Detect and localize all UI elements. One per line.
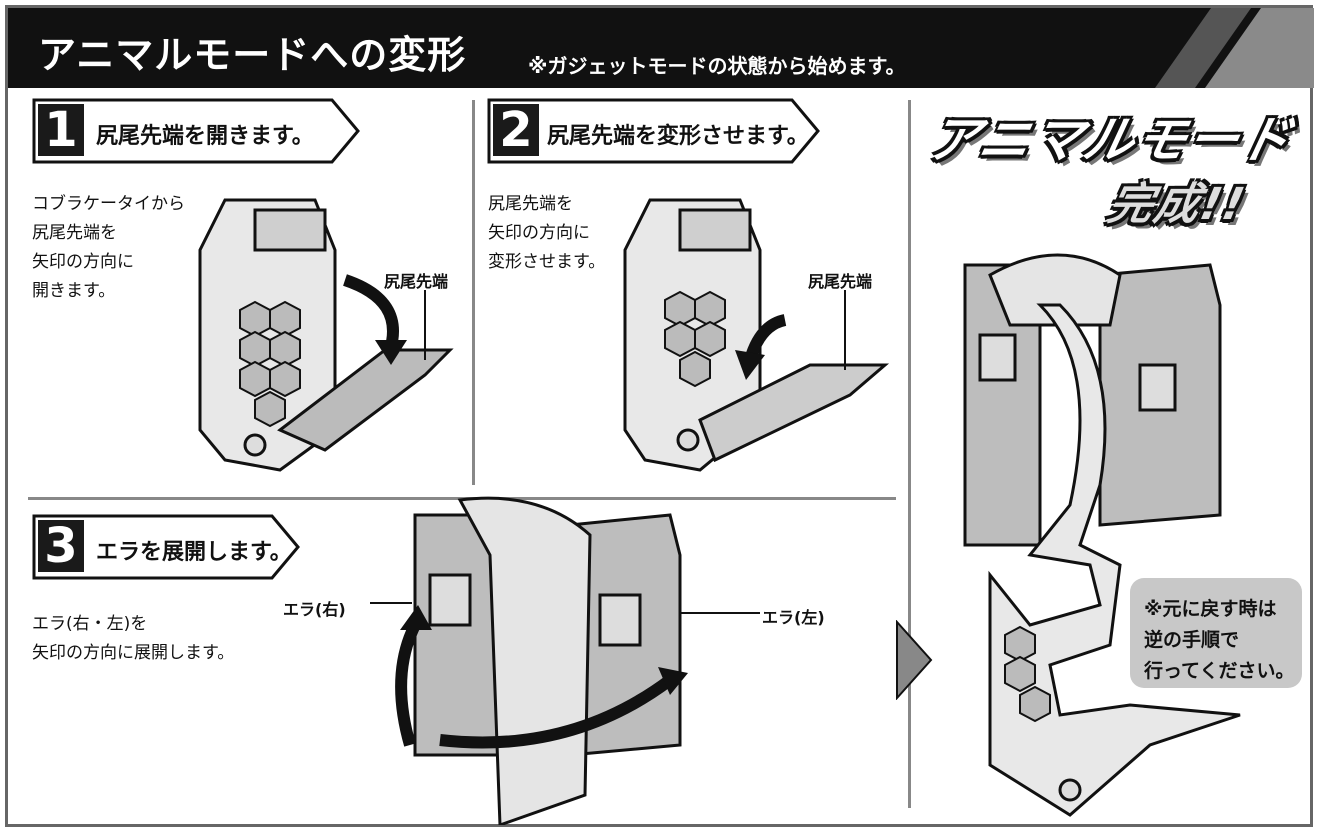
arrow-head bbox=[735, 350, 765, 380]
step-2-description: 尻尾先端を 矢印の方向に 変形させます。 bbox=[488, 194, 606, 272]
next-arrow-icon bbox=[896, 620, 933, 700]
arrow-head bbox=[658, 667, 688, 695]
gill-socket bbox=[978, 333, 1017, 382]
arrow-head bbox=[375, 340, 407, 365]
body-curve bbox=[988, 303, 1241, 817]
step-3-number: 3 bbox=[38, 520, 84, 572]
center-body bbox=[457, 496, 592, 825]
step-1-part-label: 尻尾先端 bbox=[384, 272, 449, 291]
phone-body bbox=[198, 198, 337, 472]
arrow-head bbox=[400, 605, 432, 630]
tail-tip bbox=[698, 363, 890, 463]
step-1-header: 1 尻尾先端を開きます。 bbox=[32, 98, 362, 164]
tail-tip bbox=[277, 348, 454, 452]
step-3-header: 3 エラを展開します。 bbox=[32, 514, 302, 580]
step-1-illustration bbox=[198, 198, 454, 472]
step-banner-shape bbox=[32, 98, 360, 164]
note-box: ※元に戻す時は 逆の手順で 行ってください。 bbox=[1130, 578, 1302, 688]
hexagon-pattern bbox=[1004, 625, 1051, 723]
step-2-number: 2 bbox=[493, 104, 539, 156]
hexagon-pattern bbox=[239, 300, 301, 428]
page-subtitle: ※ガジェットモードの状態から始めます。 bbox=[528, 54, 906, 78]
gill-socket bbox=[428, 573, 472, 627]
hinge-circle bbox=[676, 428, 700, 452]
page-title: アニマルモードへの変形 bbox=[38, 33, 467, 77]
step-2-illustration bbox=[623, 198, 890, 472]
curved-arrow bbox=[439, 675, 674, 749]
curved-arrow bbox=[342, 274, 399, 352]
label-right-gill: エラ(右) bbox=[283, 600, 346, 619]
page-frame bbox=[5, 5, 1313, 827]
gill-socket bbox=[1138, 363, 1177, 412]
step-1-description: コブラケータイから 尻尾先端を 矢印の方向に 開きます。 bbox=[32, 194, 185, 301]
gill-socket bbox=[598, 593, 642, 647]
step-1-title: 尻尾先端を開きます。 bbox=[96, 124, 314, 149]
step-3-title: エラを展開します。 bbox=[96, 540, 292, 565]
result-complete: 完成!! bbox=[1103, 179, 1251, 230]
step-2-header: 2 尻尾先端を変形させます。 bbox=[487, 98, 822, 164]
hinge-circle bbox=[243, 433, 267, 457]
step-2-part-label: 尻尾先端 bbox=[808, 272, 873, 291]
step-banner-shape bbox=[32, 514, 300, 580]
step-3-description: エラ(右・左)を 矢印の方向に展開します。 bbox=[32, 614, 235, 663]
step-banner-shape bbox=[487, 98, 820, 164]
divider-step1-step2 bbox=[472, 100, 475, 485]
step-1-number: 1 bbox=[38, 104, 84, 156]
curved-arrow bbox=[395, 622, 421, 747]
step-3-illustration bbox=[370, 496, 760, 825]
label-left-gill: エラ(左) bbox=[762, 608, 825, 627]
note-text: ※元に戻す時は 逆の手順で 行ってください。 bbox=[1144, 598, 1295, 682]
hinge-circle bbox=[1058, 778, 1082, 802]
head bbox=[988, 253, 1122, 327]
hexagon-pattern bbox=[664, 290, 726, 388]
step-2-title: 尻尾先端を変形させます。 bbox=[547, 124, 809, 149]
header-bar: アニマルモードへの変形 ※ガジェットモードの状態から始めます。 bbox=[8, 8, 1314, 88]
result-title: アニマルモード bbox=[922, 111, 1299, 169]
animal-mode-illustration bbox=[963, 253, 1241, 817]
divider-steps-result bbox=[908, 100, 911, 808]
